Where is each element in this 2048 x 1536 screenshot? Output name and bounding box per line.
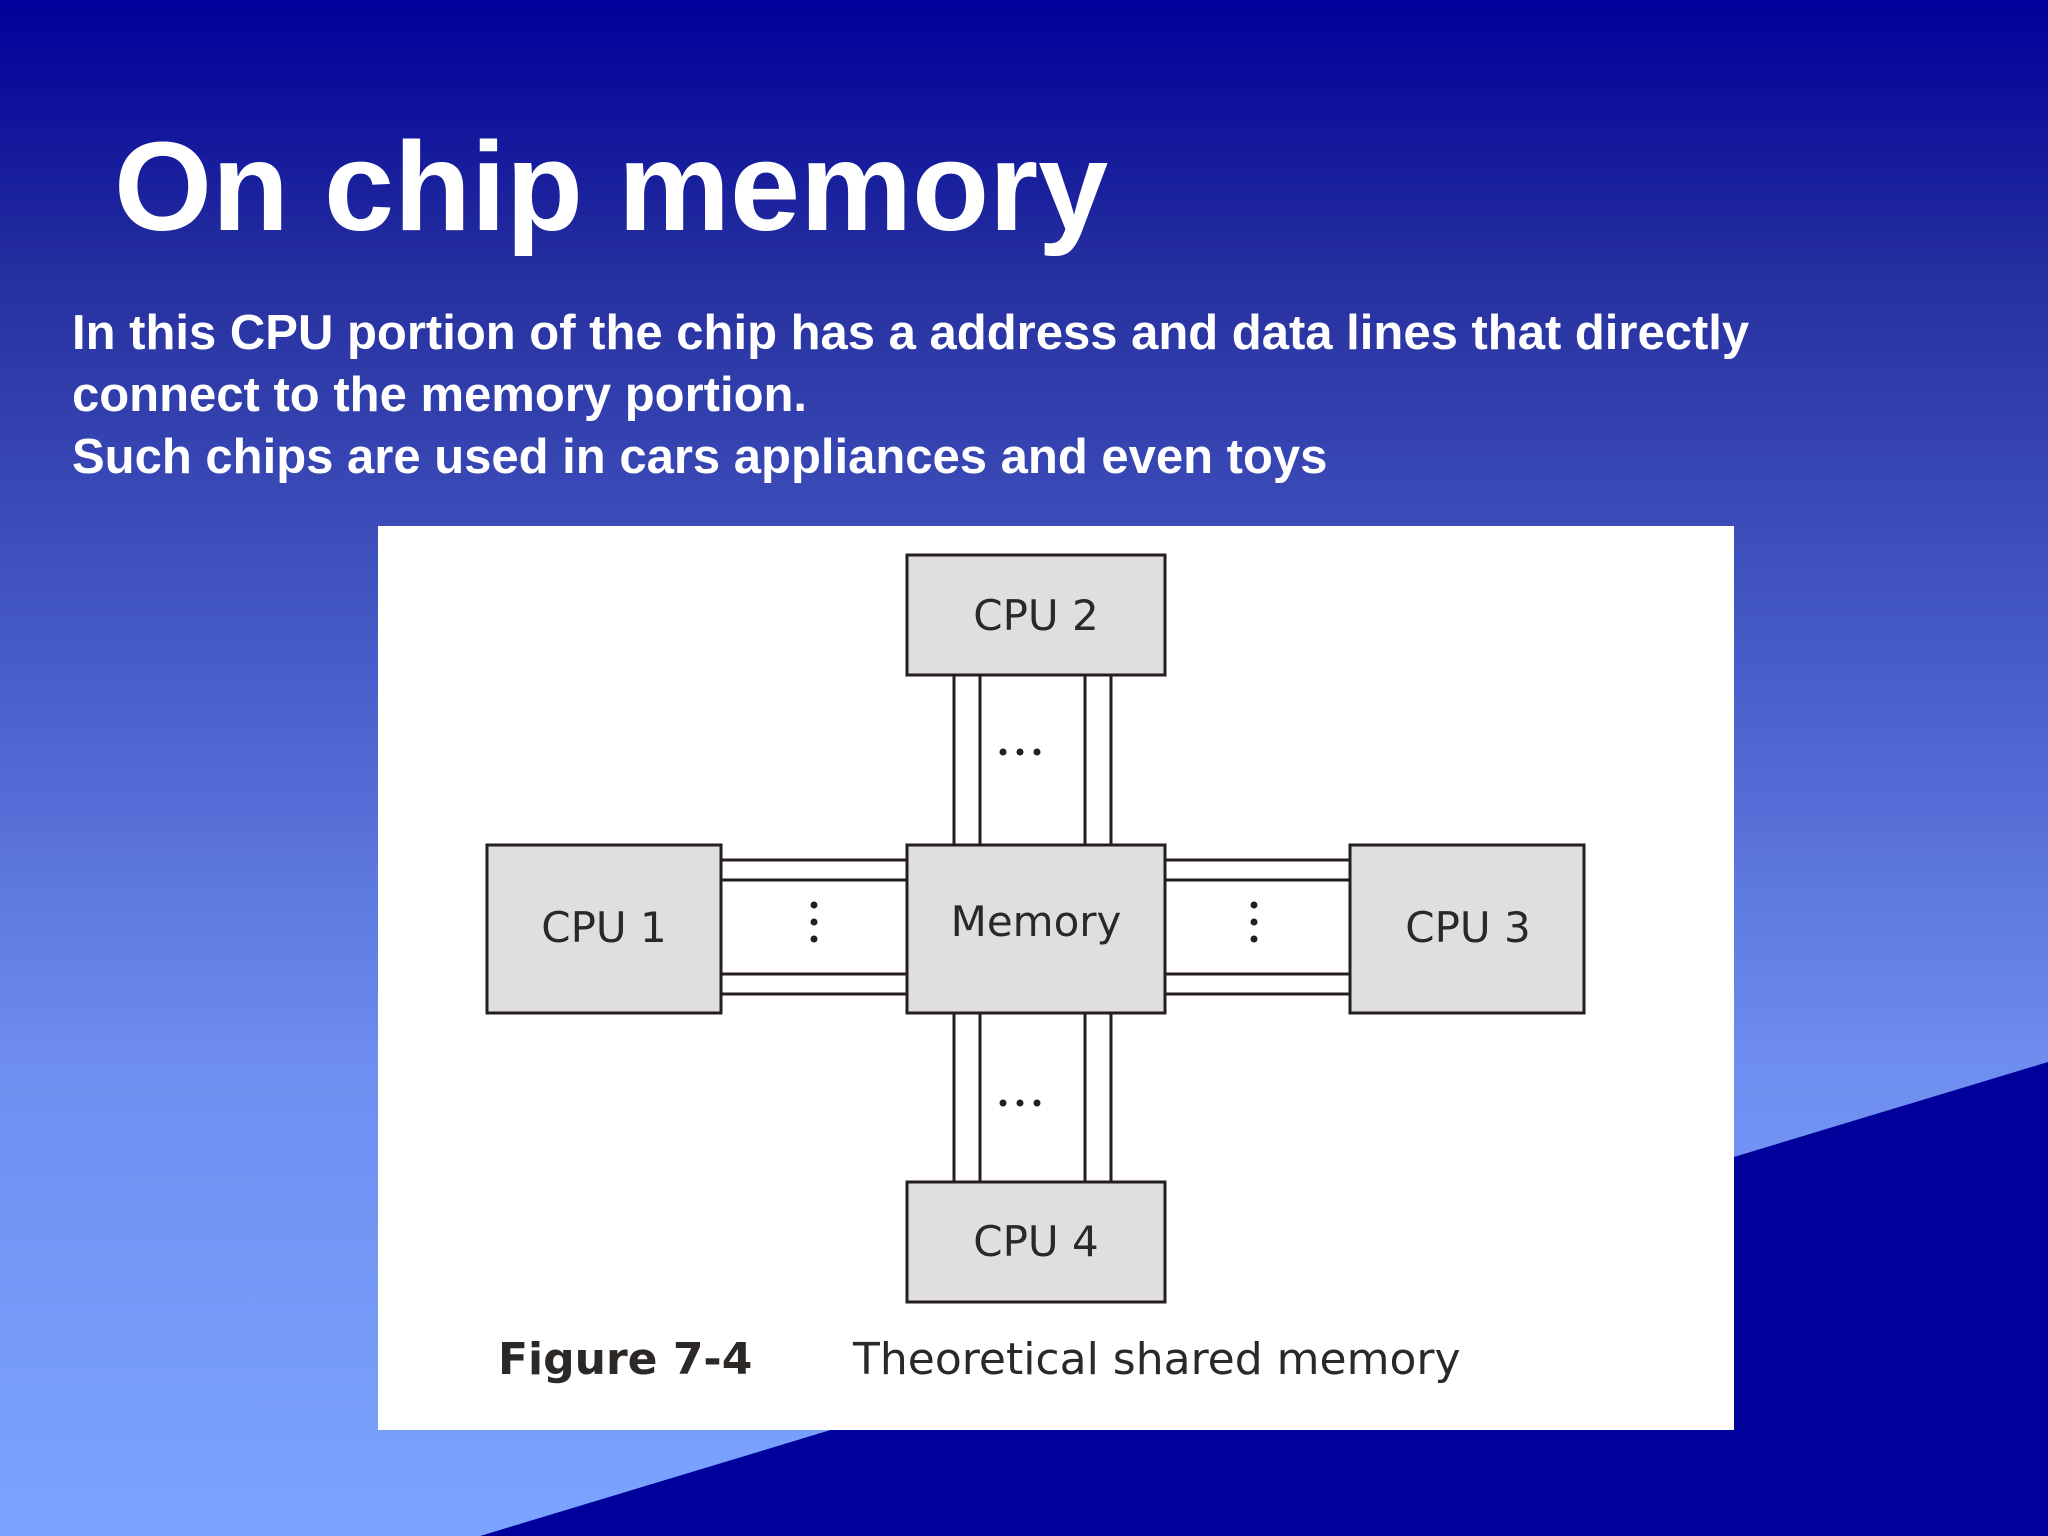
- figure-panel: CPU 2 CPU 1 Memory CPU 3 CPU 4: [378, 526, 1734, 1430]
- cpu-2-node: CPU 2: [905, 553, 1167, 677]
- bus-memory-cpu4: [952, 1010, 1113, 1184]
- shared-memory-diagram: CPU 2 CPU 1 Memory CPU 3 CPU 4: [485, 553, 1586, 1385]
- memory-label: Memory: [951, 897, 1122, 946]
- slide-title: On chip memory: [114, 116, 1109, 257]
- body-line-3: Such chips are used in cars appliances a…: [72, 430, 1328, 484]
- figure-caption-number: Figure 7-4: [498, 1334, 752, 1385]
- slide-body: In this CPU portion of the chip has a ad…: [72, 302, 1952, 488]
- memory-node: Memory: [905, 843, 1167, 1015]
- cpu-2-label: CPU 2: [973, 591, 1098, 640]
- cpu-1-node: CPU 1: [485, 843, 723, 1015]
- figure-caption-text: Theoretical shared memory: [852, 1334, 1461, 1385]
- cpu-3-label: CPU 3: [1405, 903, 1530, 952]
- bus-cpu1-memory: [719, 858, 909, 996]
- cpu-4-node: CPU 4: [905, 1180, 1167, 1304]
- cpu-3-node: CPU 3: [1348, 843, 1586, 1015]
- bus-memory-cpu3: [1163, 858, 1352, 996]
- body-line-2: connect to the memory portion.: [72, 368, 808, 422]
- bus-cpu2-memory: [952, 673, 1113, 847]
- body-line-1: In this CPU portion of the chip has a ad…: [72, 306, 1750, 360]
- cpu-4-label: CPU 4: [973, 1217, 1098, 1266]
- cpu-1-label: CPU 1: [541, 903, 666, 952]
